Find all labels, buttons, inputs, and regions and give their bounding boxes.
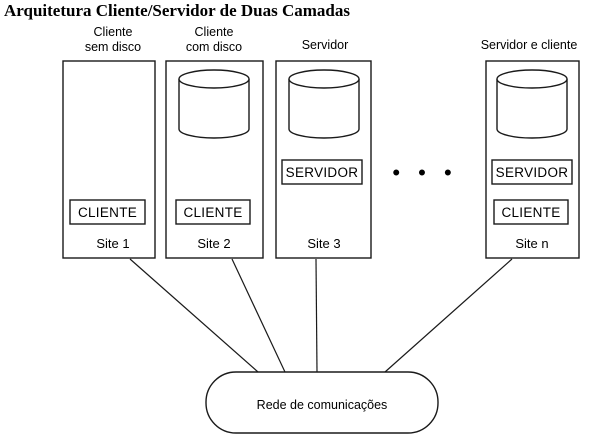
siten-disk-icon [496,69,568,139]
communication-network: Rede de comunicações [205,371,439,434]
site2-disk-icon [178,69,250,139]
more-sites-ellipsis: • • • [392,160,457,185]
siten-top-label: Servidor e cliente [481,38,578,52]
site2-top-label-2: com disco [186,40,242,54]
link-siten [384,258,513,373]
siten-server-box [491,159,573,185]
siten-server-label: SERVIDOR [496,165,569,180]
siten-frame [485,60,580,259]
site2-client-box [175,199,251,225]
site-1: Cliente sem disco CLIENTE Site 1 [62,25,156,259]
site1-frame [62,60,156,259]
siten-client-label: CLIENTE [501,205,560,220]
site3-frame [275,60,372,259]
site3-top-label: Servidor [302,38,349,52]
site2-name: Site 2 [197,236,230,251]
link-site2 [231,258,286,373]
site1-name: Site 1 [96,236,129,251]
network-shape [205,371,439,434]
site2-top-label-1: Cliente [195,25,234,39]
network-links [129,258,513,373]
siten-name: Site n [515,236,548,251]
site3-disk-icon [288,69,360,139]
site-n: Servidor e cliente SERVIDOR CLIENTE Site… [481,38,580,259]
network-label: Rede de comunicações [257,398,388,412]
site3-server-box [281,159,363,185]
diagram-title: Arquitetura Cliente/Servidor de Duas Cam… [4,1,350,20]
site2-frame [165,60,264,259]
site3-server-label: SERVIDOR [286,165,359,180]
site1-client-box [69,199,146,225]
site2-client-label: CLIENTE [183,205,242,220]
link-site3 [315,258,318,373]
site-3: Servidor SERVIDOR Site 3 [275,38,372,259]
site3-name: Site 3 [307,236,340,251]
site1-top-label-2: sem disco [85,40,141,54]
site1-client-label: CLIENTE [78,205,137,220]
siten-client-box [493,199,569,225]
link-site1 [129,258,259,373]
site1-top-label-1: Cliente [94,25,133,39]
site-2: Cliente com disco CLIENTE Site 2 [165,25,264,259]
